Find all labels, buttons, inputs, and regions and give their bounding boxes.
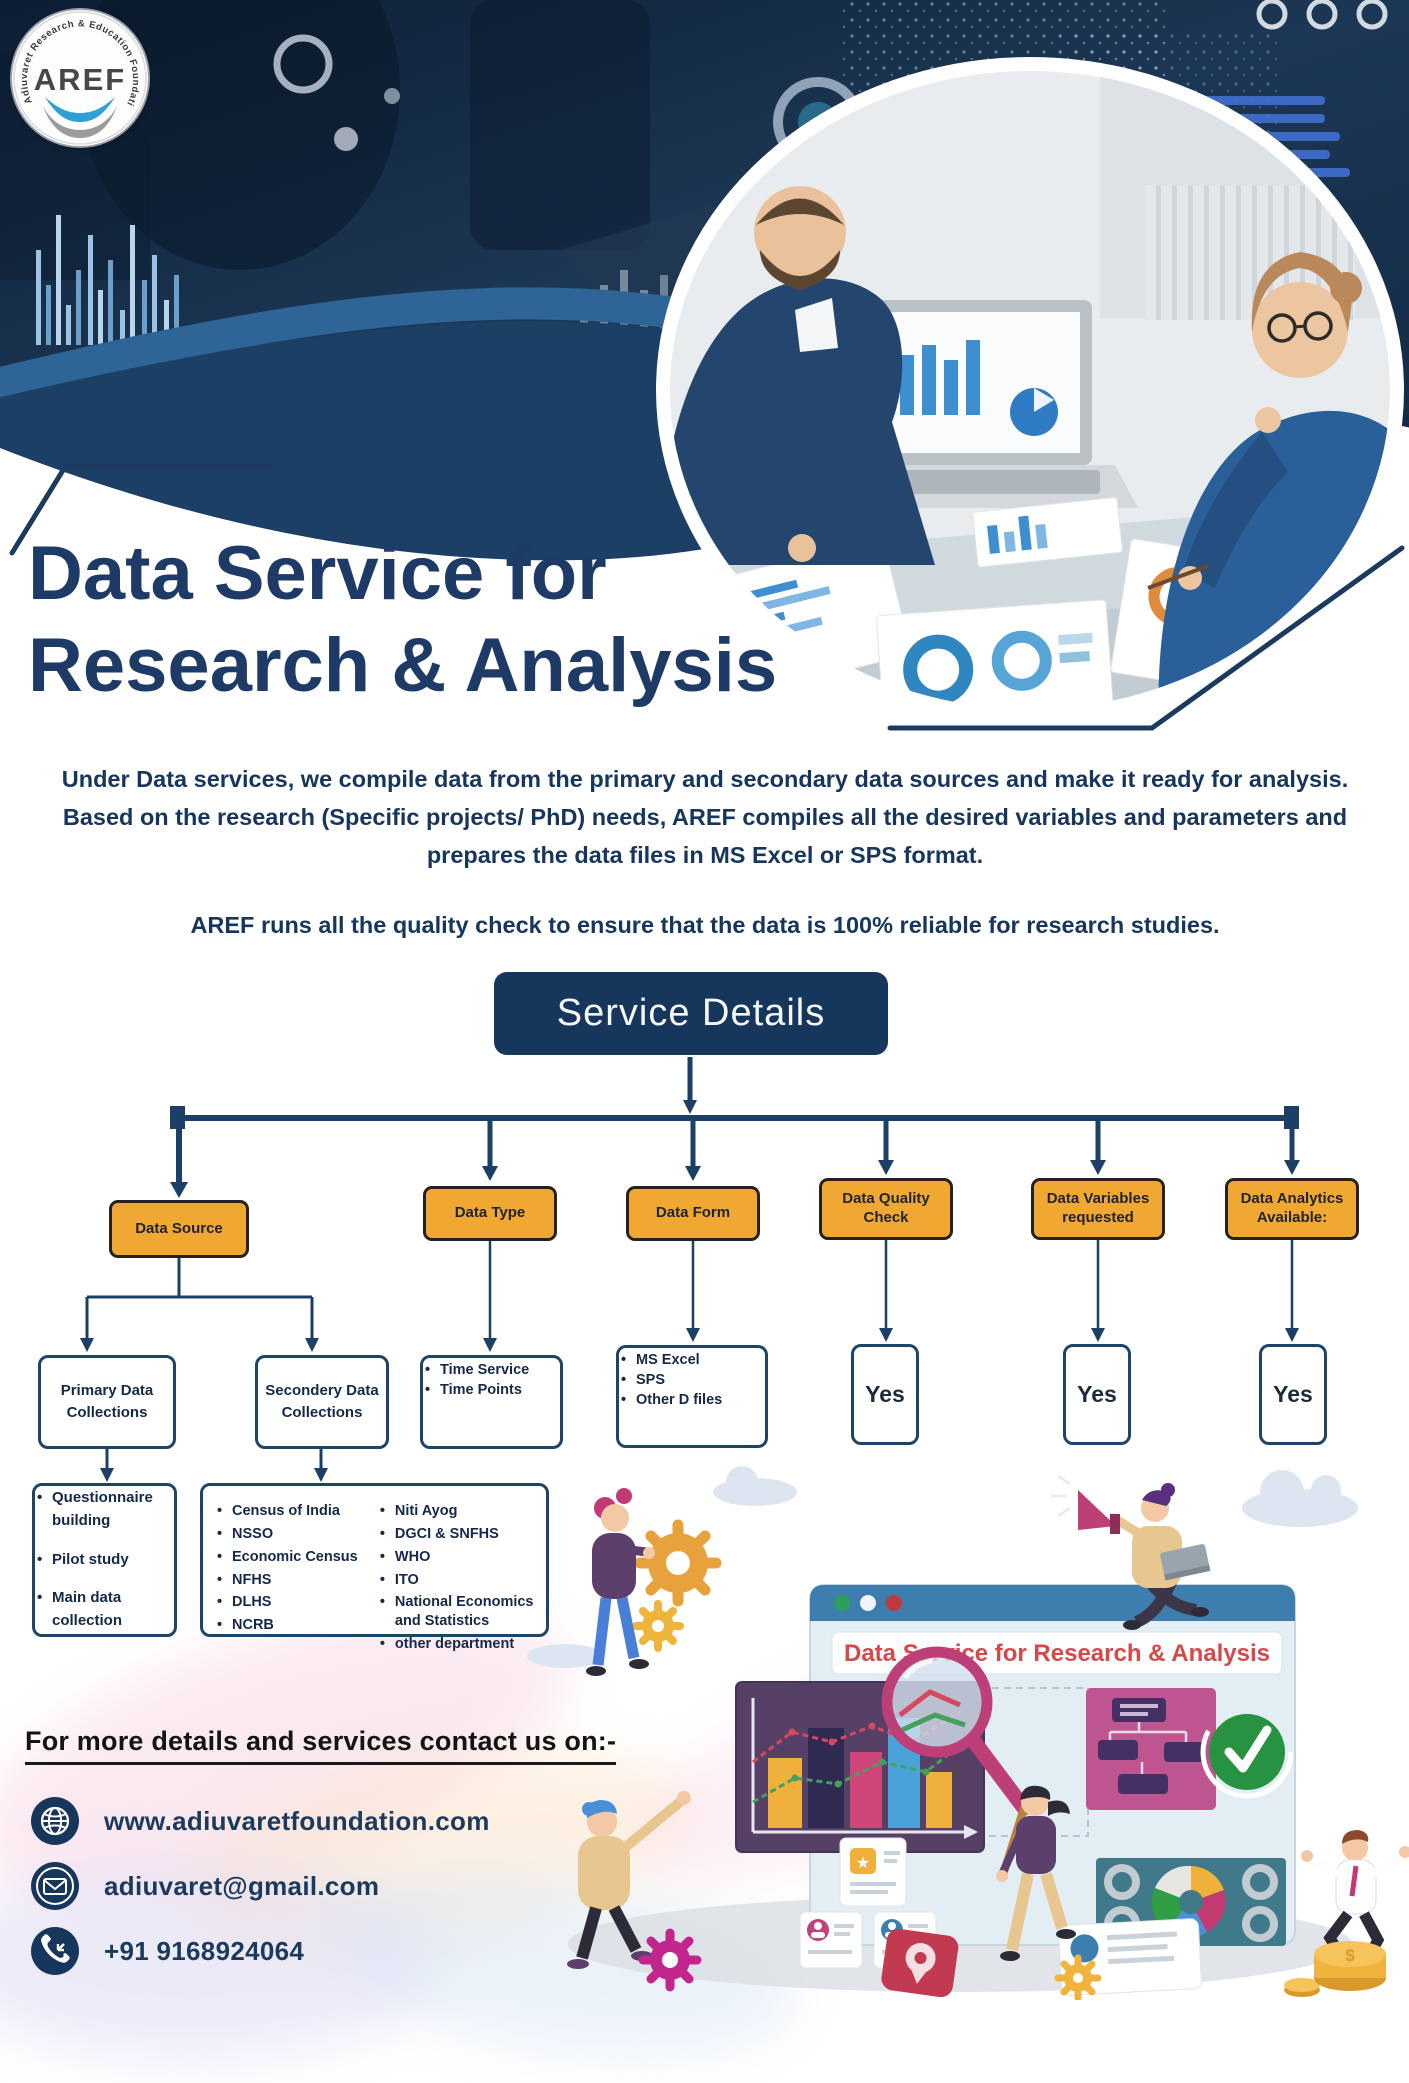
page-title: Data Service for Research & Analysis bbox=[28, 528, 928, 712]
globe-icon bbox=[31, 1797, 79, 1845]
list-item: Other D files bbox=[619, 1392, 765, 1408]
list-item: Pilot study bbox=[35, 1548, 174, 1572]
data-form-items-list: MS ExcelSPS Other D files bbox=[619, 1352, 765, 1408]
node-data-variables: Data Variables requested bbox=[1031, 1178, 1165, 1240]
logo-book-icon bbox=[45, 97, 115, 122]
contact-email-row[interactable]: adiuvaret@gmail.com bbox=[30, 1861, 379, 1911]
corner-line-right bbox=[887, 545, 1405, 731]
hero-banner bbox=[0, 0, 1409, 745]
node-data-type-items: Time ServiceTime Points bbox=[420, 1355, 563, 1449]
photo-man bbox=[663, 186, 935, 565]
contact-website[interactable]: www.adiuvaretfoundation.com bbox=[104, 1805, 490, 1836]
list-item: Time Service bbox=[423, 1362, 560, 1378]
node-data-analytics: Data Analytics Available: bbox=[1225, 1178, 1359, 1240]
contact-phone-row[interactable]: +91 9168924064 bbox=[30, 1926, 304, 1976]
svg-text:★: ★ bbox=[856, 1853, 870, 1872]
contact-website-row[interactable]: www.adiuvaretfoundation.com bbox=[30, 1796, 490, 1846]
node-secondary-data-collections: Secondery Data Collections bbox=[255, 1355, 389, 1449]
quality-note-paragraph: AREF runs all the quality check to ensur… bbox=[190, 912, 1220, 938]
browser-dot-green bbox=[834, 1595, 850, 1611]
person-holding-chart bbox=[567, 1791, 691, 1969]
megaphone-icon bbox=[1050, 1474, 1120, 1534]
node-data-form-items: MS ExcelSPS Other D files bbox=[616, 1345, 768, 1448]
secondary-detail-col2: Niti AyogDGCI & SNFHS WHO ITO National Econ… bbox=[378, 1498, 540, 1658]
node-data-source: Data Source bbox=[109, 1200, 249, 1258]
cloud-icon bbox=[527, 1466, 1358, 1668]
page-title-line1: Data Service for bbox=[28, 531, 607, 616]
node-data-form: Data Form bbox=[626, 1186, 760, 1241]
node-primary-detail-list: Questionnaire buildingPilot studyMain da… bbox=[32, 1483, 177, 1637]
browser-dot-white bbox=[860, 1595, 876, 1611]
email-icon bbox=[31, 1862, 79, 1910]
profile-card bbox=[799, 1911, 863, 1969]
list-item: Census of India bbox=[215, 1502, 364, 1521]
list-item: DGCI & SNFHS bbox=[378, 1525, 540, 1544]
contact-heading: For more details and services contact us… bbox=[25, 1726, 617, 1765]
person-with-megaphone bbox=[1050, 1474, 1211, 1630]
data-type-items-list: Time ServiceTime Points bbox=[423, 1362, 560, 1398]
mini-flowchart-panel bbox=[1086, 1688, 1216, 1810]
secondary-detail-col1: Census of IndiaNSSO Economic CensusNFHS DL… bbox=[215, 1498, 364, 1658]
coins-icon: $ bbox=[1284, 1941, 1386, 1997]
person-with-magnifier bbox=[996, 1785, 1076, 1961]
node-primary-data-collections: Primary Data Collections bbox=[38, 1355, 176, 1449]
list-item: MS Excel bbox=[619, 1352, 765, 1368]
logo-acronym: AREF bbox=[34, 62, 126, 97]
logo-hands-icon bbox=[43, 106, 117, 138]
aref-logo: Adiuvaret Research & Education Foundatio… bbox=[12, 10, 148, 146]
magnifier-icon bbox=[881, 1646, 1032, 1882]
person-with-gear bbox=[586, 1488, 722, 1676]
list-item: other department bbox=[378, 1635, 540, 1654]
check-badge-icon bbox=[1200, 1705, 1294, 1799]
service-details-heading: Service Details bbox=[494, 972, 888, 1055]
list-item: NCRB bbox=[215, 1616, 364, 1635]
analytics-illustration: Data Service for Research & Analysis bbox=[527, 1466, 1409, 2000]
list-item: Time Points bbox=[423, 1382, 560, 1398]
flyer-page: { "logo": { "ring_text": "Adiuvaret Rese… bbox=[0, 0, 1409, 2000]
node-secondary-detail-list: Census of IndiaNSSO Economic CensusNFHS DL… bbox=[200, 1483, 549, 1654]
list-item: NFHS bbox=[215, 1571, 364, 1590]
primary-detail-list: Questionnaire buildingPilot studyMain da… bbox=[35, 1486, 174, 1632]
laptop-icon bbox=[1160, 1544, 1211, 1581]
location-pin-icon bbox=[881, 1928, 959, 1998]
list-item: WHO bbox=[378, 1548, 540, 1567]
intro-paragraph: Under Data services, we compile data fro… bbox=[61, 766, 1349, 869]
list-item: NSSO bbox=[215, 1525, 364, 1544]
list-item: National Economics and Statistics bbox=[378, 1593, 540, 1631]
phone-icon bbox=[31, 1927, 79, 1975]
node-variables-yes: Yes bbox=[1063, 1344, 1131, 1445]
svg-text:$: $ bbox=[1345, 1946, 1355, 1965]
node-quality-yes: Yes bbox=[851, 1344, 919, 1445]
list-item: SPS bbox=[619, 1372, 765, 1388]
corner-line-left bbox=[9, 464, 273, 556]
node-data-quality-check: Data Quality Check bbox=[819, 1178, 953, 1240]
node-data-type: Data Type bbox=[423, 1186, 557, 1241]
list-item: Economic Census bbox=[215, 1548, 364, 1567]
list-item: DLHS bbox=[215, 1593, 364, 1612]
rating-card: ★ bbox=[839, 1837, 907, 1907]
node-analytics-yes: Yes bbox=[1259, 1344, 1327, 1445]
browser-dot-red bbox=[886, 1595, 902, 1611]
list-item: Niti Ayog bbox=[378, 1502, 540, 1521]
contact-phone[interactable]: +91 9168924064 bbox=[104, 1935, 305, 1966]
photo-circle-ring bbox=[656, 57, 1404, 723]
page-title-line2: Research & Analysis bbox=[28, 623, 778, 708]
list-item: Main data collection bbox=[35, 1586, 174, 1633]
list-item: Questionnaire building bbox=[35, 1486, 174, 1533]
list-item: ITO bbox=[378, 1571, 540, 1590]
contact-email[interactable]: adiuvaret@gmail.com bbox=[104, 1870, 380, 1901]
